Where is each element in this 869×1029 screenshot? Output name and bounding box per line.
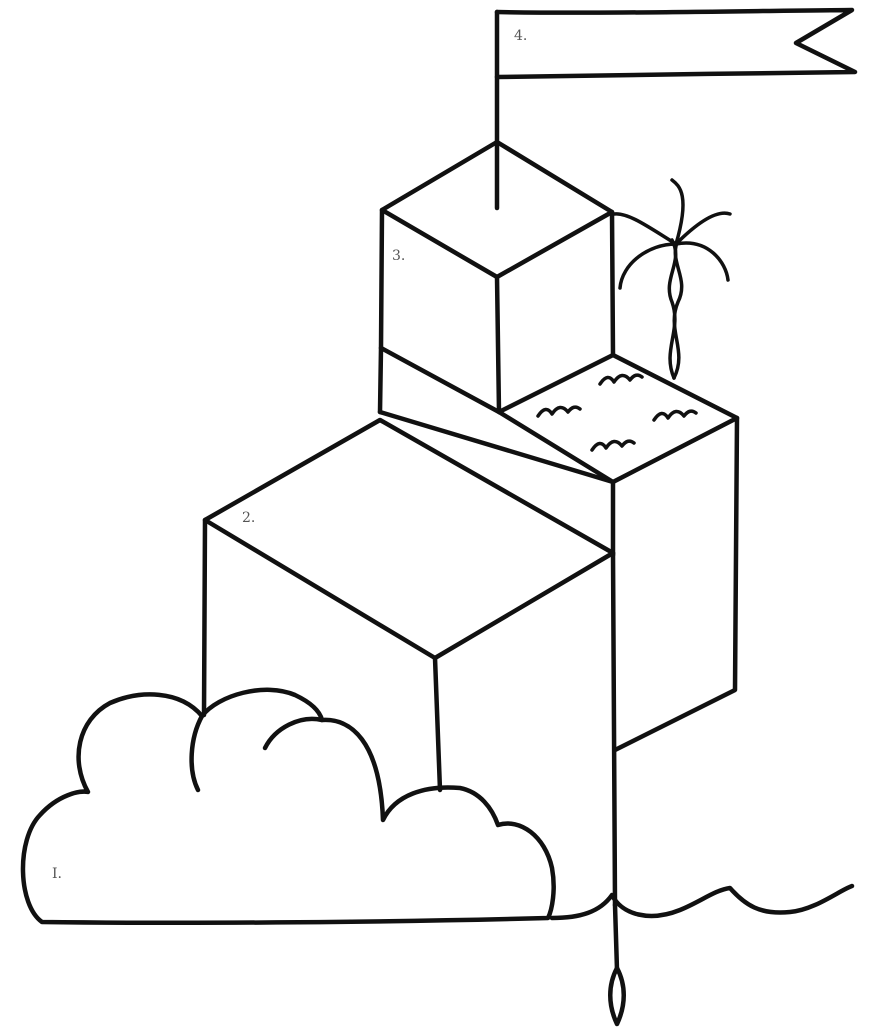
- water-block: [380, 355, 737, 750]
- palm-frond-2: [676, 213, 730, 244]
- palm-frond-5: [620, 244, 676, 288]
- wave-mark-3: [654, 411, 696, 420]
- middle-block-top-face: [205, 420, 613, 658]
- middle-block-front-edge: [435, 658, 440, 790]
- middle-block-right-edge: [613, 553, 615, 905]
- wave-mark-2: [538, 407, 580, 416]
- water-block-top-face: [499, 355, 737, 482]
- middle-block-left-edge: [204, 520, 205, 715]
- palm-trunk-right: [674, 240, 682, 378]
- label-step-4: 4.: [514, 28, 527, 44]
- wave-mark-1: [600, 375, 642, 384]
- cloud-inner-puff-2: [265, 719, 322, 748]
- cloud-inner-puff-1: [192, 716, 202, 790]
- label-step-3: 3.: [392, 248, 405, 264]
- top-cube-band-line: [381, 348, 499, 412]
- sea: [552, 886, 852, 918]
- cloud: [23, 690, 554, 923]
- flag-banner: [497, 10, 855, 77]
- top-cube-front-edge: [497, 277, 499, 412]
- flag: [497, 10, 855, 208]
- label-step-2: 2.: [242, 510, 255, 526]
- anchor-rope: [610, 905, 624, 1024]
- palm-frond-3: [676, 243, 728, 280]
- water-block-right-side: [615, 418, 737, 750]
- rope-line: [615, 905, 617, 970]
- top-cube-left-edge: [380, 210, 382, 412]
- middle-block: [204, 420, 615, 905]
- top-cube-right-edge: [612, 212, 613, 355]
- band-to-water-line: [380, 412, 613, 482]
- palm-tree: [614, 180, 730, 378]
- rope-weight: [610, 968, 624, 1024]
- wave-mark-4: [592, 441, 634, 450]
- sea-waves: [552, 886, 852, 918]
- label-step-1: I.: [52, 866, 62, 882]
- palm-frond-4: [614, 214, 676, 244]
- palm-frond-1: [672, 180, 683, 244]
